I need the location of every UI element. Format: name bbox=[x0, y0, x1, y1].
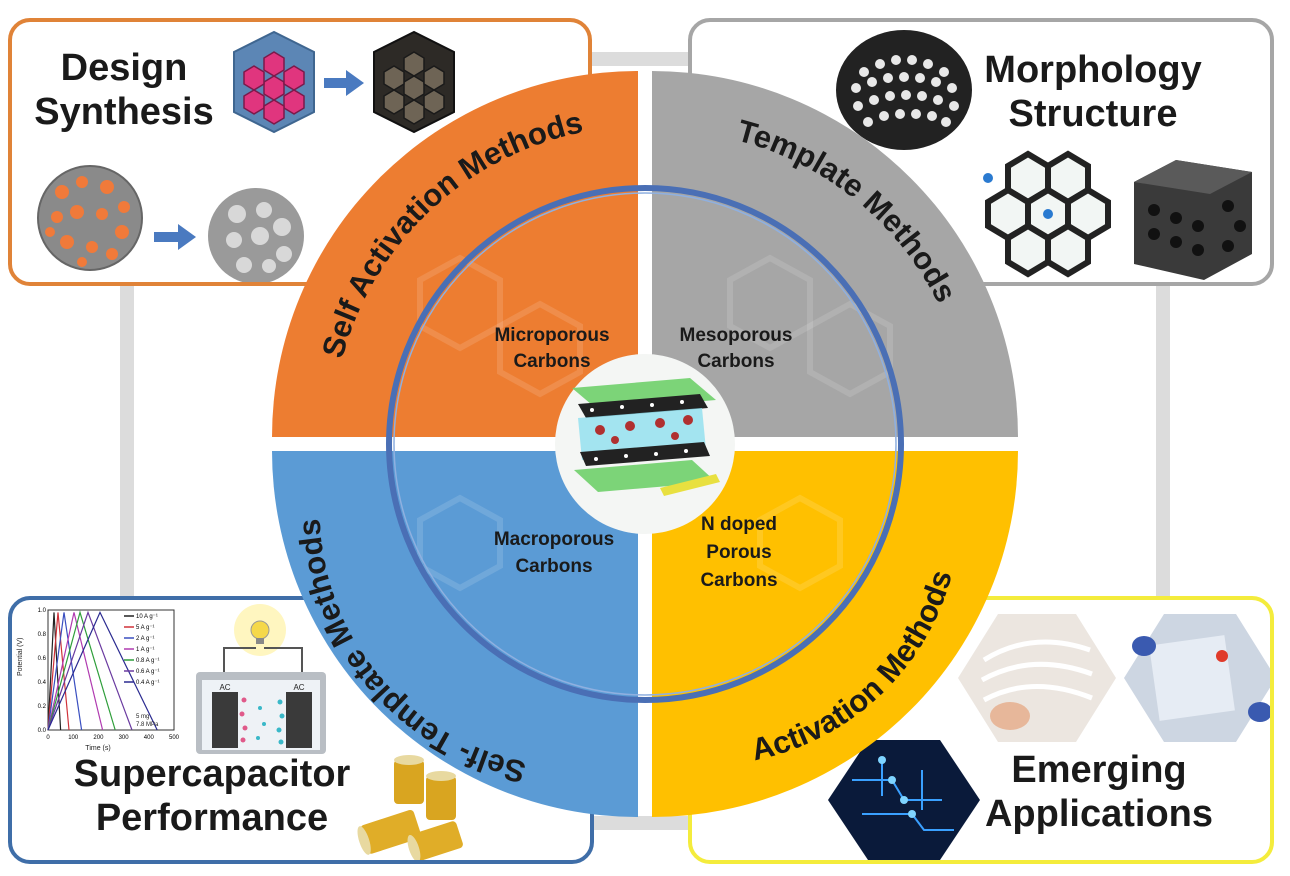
mesoporous-line2: Carbons bbox=[697, 351, 774, 372]
flexible-electrode-icon bbox=[958, 614, 1116, 742]
gcd-note-mass: 5 mg bbox=[136, 714, 149, 720]
gcd-note-pressure: 7.8 MPa bbox=[136, 722, 159, 728]
design-synthesis-panel: Design Synthesis bbox=[8, 18, 592, 286]
quadrant-self-activation bbox=[272, 71, 638, 437]
porous-sphere-icon bbox=[208, 188, 304, 282]
gcd-xtick-label: 0 bbox=[46, 735, 50, 741]
emerging-applications-title: Emerging Applications bbox=[954, 748, 1244, 836]
gcd-ytick-label: 0.4 bbox=[38, 680, 47, 686]
gcd-xtick-label: 200 bbox=[93, 735, 104, 741]
gcd-curve bbox=[47, 610, 116, 731]
gcd-xtick-label: 400 bbox=[144, 735, 155, 741]
gcd-legend-entry: 1 A g⁻¹ bbox=[136, 647, 155, 653]
supercapacitor-device-icon: AC AC bbox=[196, 604, 326, 754]
particle-sphere-icon bbox=[37, 165, 143, 271]
design-synthesis-title-line2: Synthesis bbox=[34, 91, 214, 133]
gcd-xlabel: Time (s) bbox=[85, 745, 110, 752]
gcd-curve bbox=[47, 610, 133, 731]
gcd-curve bbox=[47, 612, 104, 731]
supercapacitor-performance-panel: Supercapacitor Performance Potential (V)… bbox=[8, 596, 594, 864]
gcd-ytick-label: 0.0 bbox=[38, 728, 47, 734]
electrode-right-label: AC bbox=[293, 683, 304, 692]
macroporous-line2: Carbons bbox=[515, 556, 592, 577]
supercapacitor-illustrations: Potential (V) Time (s) 0.0 0.2 0.4 0.6 0.8 1.… bbox=[17, 604, 463, 860]
microporous-line1: Microporous bbox=[494, 325, 609, 346]
n-doped-line2: Porous bbox=[706, 542, 771, 563]
gcd-xtick-label: 100 bbox=[68, 735, 79, 741]
applications-illustrations bbox=[828, 614, 1270, 860]
gcd-ytick-label: 1.0 bbox=[38, 608, 47, 614]
morphology-structure-title-line2: Structure bbox=[1008, 93, 1178, 135]
inner-ring bbox=[386, 185, 904, 703]
emerging-applications-title-line2: Applications bbox=[984, 793, 1214, 835]
template-hex-block-icon bbox=[233, 30, 315, 134]
arrow-right-icon bbox=[324, 70, 364, 96]
gcd-yticks: 0.0 0.2 0.4 0.6 0.8 1.0 bbox=[38, 608, 47, 734]
emerging-applications-title-line1: Emerging bbox=[1011, 749, 1187, 791]
design-synthesis-title-line1: Design bbox=[60, 47, 188, 89]
gcd-xticks: 0 100 200 300 400 500 bbox=[46, 735, 179, 741]
supercapacitor-performance-title-line2: Performance bbox=[95, 797, 329, 839]
morphology-structure-title: Morphology Structure bbox=[968, 48, 1218, 136]
gcd-ytick-label: 0.6 bbox=[38, 656, 47, 662]
gcd-xtick-label: 300 bbox=[119, 735, 130, 741]
layered-carbon-structure-icon bbox=[572, 378, 720, 496]
graphene-lattice-icon bbox=[983, 150, 1111, 278]
inner-ring-highlight bbox=[393, 192, 897, 696]
morphology-structure-title-line1: Morphology bbox=[984, 49, 1202, 91]
gcd-legend-entry: 0.4 A g⁻¹ bbox=[136, 680, 160, 686]
porous-cube-icon bbox=[1134, 160, 1252, 280]
design-synthesis-title: Design Synthesis bbox=[24, 46, 224, 134]
gcd-ytick-label: 0.2 bbox=[38, 704, 47, 710]
gcd-legend-entry: 10 A g⁻¹ bbox=[136, 614, 158, 620]
morphology-illustrations bbox=[836, 30, 1252, 280]
supercapacitor-performance-title: Supercapacitor Performance bbox=[62, 752, 362, 840]
honeycomb-sphere-icon bbox=[836, 30, 972, 150]
macroporous-line1: Macroporous bbox=[494, 529, 614, 550]
gcd-legend-entry: 0.6 A g⁻¹ bbox=[136, 669, 160, 675]
gcd-plot: Potential (V) Time (s) 0.0 0.2 0.4 0.6 0.8 1.… bbox=[17, 608, 180, 752]
n-doped-line3: Carbons bbox=[700, 570, 777, 591]
quadrant-template bbox=[652, 71, 1018, 437]
gcd-legend-entry: 2 A g⁻¹ bbox=[136, 636, 155, 642]
quadrant-self-template bbox=[272, 451, 638, 817]
gcd-xtick-label: 500 bbox=[169, 735, 180, 741]
gcd-curve bbox=[47, 610, 158, 731]
quadrant-activation bbox=[652, 451, 1018, 817]
carbon-hex-block-icon bbox=[373, 30, 455, 134]
capacitor-cells-icon bbox=[357, 755, 463, 860]
supercapacitor-performance-title-line1: Supercapacitor bbox=[73, 753, 351, 795]
gcd-curve bbox=[47, 612, 83, 731]
circuit-board-icon bbox=[828, 740, 980, 860]
design-synthesis-illustrations bbox=[37, 30, 455, 282]
arrow-right-icon bbox=[154, 224, 196, 250]
n-doped-line1: N doped bbox=[701, 514, 777, 535]
gcd-ylabel: Potential (V) bbox=[17, 637, 24, 676]
microporous-line2: Carbons bbox=[513, 351, 590, 372]
electrode-left-label: AC bbox=[219, 683, 230, 692]
gcd-ytick-label: 0.8 bbox=[38, 632, 47, 638]
gcd-legend-entry: 5 A g⁻¹ bbox=[136, 625, 155, 631]
wearable-sensor-icon bbox=[1124, 614, 1270, 742]
mesoporous-line1: Mesoporous bbox=[680, 325, 793, 346]
gcd-legend: 10 A g⁻¹ 5 A g⁻¹ 2 A g⁻¹ 1 A g⁻¹ 0.8 A g⁻¹ 0.… bbox=[124, 614, 160, 686]
gcd-curves bbox=[47, 610, 158, 731]
gcd-legend-entry: 0.8 A g⁻¹ bbox=[136, 658, 160, 664]
